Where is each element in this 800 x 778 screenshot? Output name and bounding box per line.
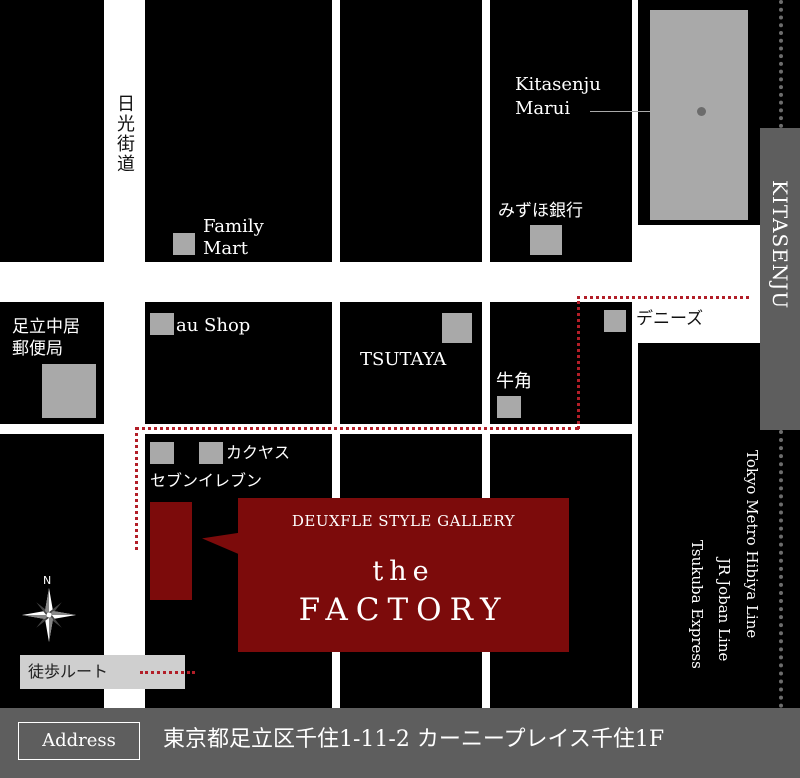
city-block — [0, 0, 104, 262]
gyukaku-label: 牛角 — [496, 371, 532, 392]
city-block — [145, 0, 332, 262]
legend-route-swatch — [140, 671, 195, 674]
legend-walking-route-label: 徒歩ルート — [28, 662, 109, 681]
map-legend: 徒歩ルート — [20, 655, 195, 689]
seven-eleven-label: セブンイレブン — [150, 471, 263, 490]
gyukaku-marker — [497, 396, 521, 418]
kakuyasu-marker — [199, 442, 223, 464]
city-block — [490, 0, 632, 262]
nikko-kaido-label: 日光街道 — [114, 94, 135, 174]
tsutaya-marker — [442, 313, 472, 343]
address-label: Address — [18, 722, 140, 760]
seven-eleven-marker — [150, 442, 174, 464]
venue-building — [150, 502, 192, 600]
venue-name-line2: FACTORY — [298, 592, 509, 628]
city-block — [340, 0, 482, 262]
walking-route-segment — [135, 427, 579, 430]
au-shop-label: au Shop — [176, 315, 251, 336]
station-label: KITASENJU — [768, 180, 792, 310]
city-block — [145, 302, 332, 424]
kakuyasu-label: カクヤス — [226, 443, 291, 462]
post-office-label-line2: 郵便局 — [12, 339, 63, 359]
venue-callout: DEUXFLE STYLE GALLERY the FACTORY — [238, 498, 569, 652]
address-value: 東京都足立区千住1-11-2 カーニープレイス千住1F — [163, 727, 665, 752]
au-shop-marker — [150, 313, 174, 335]
post-office-marker — [42, 364, 96, 418]
dennys-marker — [604, 310, 626, 332]
marui-pointer-line — [590, 111, 700, 112]
rail-line-label: Tsukuba Express — [688, 540, 706, 669]
walking-route-segment — [577, 296, 580, 429]
marui-label-line1: Kitasenju — [515, 74, 601, 95]
tsutaya-label: TSUTAYA — [360, 349, 447, 370]
walking-route-segment — [135, 427, 138, 550]
venue-name-line1: the — [372, 556, 435, 587]
kitasenju-station — [760, 128, 800, 430]
mizuho-marker — [530, 225, 562, 255]
dennys-label: デニーズ — [636, 309, 704, 329]
family-mart-label-line1: Family — [203, 216, 264, 237]
family-mart-marker — [173, 233, 195, 255]
rail-track — [779, 430, 783, 708]
mizuho-label: みずほ銀行 — [498, 201, 583, 221]
venue-subtitle: DEUXFLE STYLE GALLERY — [291, 512, 516, 530]
rail-track — [779, 0, 783, 128]
family-mart-label-line2: Mart — [203, 238, 248, 259]
compass-icon — [22, 588, 76, 642]
compass-north-label: N — [43, 574, 52, 587]
address-bar: Address 東京都足立区千住1-11-2 カーニープレイス千住1F — [0, 708, 800, 778]
compass-rose: N — [20, 574, 78, 644]
post-office-label-line1: 足立中居 — [12, 317, 80, 337]
marui-label-line2: Marui — [515, 98, 571, 119]
rail-line-label: JR Joban Line — [715, 558, 733, 662]
walking-route-segment — [577, 296, 749, 299]
marui-pointer-dot — [697, 107, 706, 116]
rail-line-label: Tokyo Metro Hibiya Line — [743, 450, 761, 639]
